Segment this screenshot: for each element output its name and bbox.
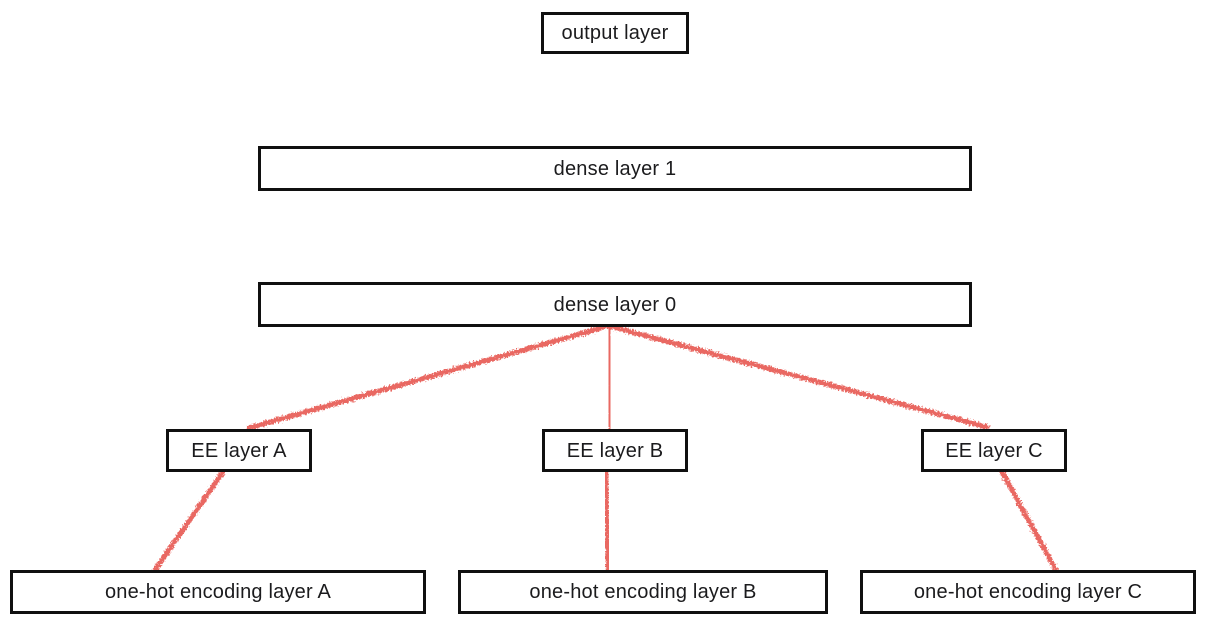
edge-ee-layer-b-to-one-hot-b [603, 469, 611, 573]
node-output-layer: output layer [541, 12, 689, 54]
node-output-layer-label: output layer [561, 22, 669, 44]
node-one-hot-encoding-layer-c-label: one-hot encoding layer C [913, 581, 1143, 603]
node-ee-layer-a-label: EE layer A [191, 439, 287, 462]
node-dense-layer-0: dense layer 0 [258, 282, 972, 327]
node-ee-layer-b: EE layer B [542, 429, 688, 472]
edge-dense-layer-0-to-ee-layer-b [606, 323, 613, 433]
node-one-hot-encoding-layer-c: one-hot encoding layer C [860, 570, 1196, 614]
node-ee-layer-c-label: EE layer C [945, 439, 1043, 462]
node-dense-layer-1-label: dense layer 1 [553, 157, 677, 180]
node-dense-layer-0-label: dense layer 0 [553, 293, 677, 316]
edge-dense-layer-0-to-ee-layer-a [246, 323, 611, 431]
edge-dense-layer-0-to-ee-layer-c [606, 323, 990, 430]
node-one-hot-encoding-layer-a-label: one-hot encoding layer A [104, 581, 332, 603]
node-one-hot-encoding-layer-b: one-hot encoding layer B [458, 570, 828, 614]
node-dense-layer-1: dense layer 1 [258, 146, 972, 191]
node-one-hot-encoding-layer-b-label: one-hot encoding layer B [529, 581, 757, 603]
node-ee-layer-a: EE layer A [166, 429, 312, 472]
node-ee-layer-c: EE layer C [921, 429, 1067, 472]
edge-ee-layer-c-to-one-hot-c [999, 469, 1059, 573]
node-one-hot-encoding-layer-a: one-hot encoding layer A [10, 570, 426, 614]
edge-ee-layer-a-to-one-hot-a [152, 469, 226, 573]
node-ee-layer-b-label: EE layer B [566, 439, 664, 462]
